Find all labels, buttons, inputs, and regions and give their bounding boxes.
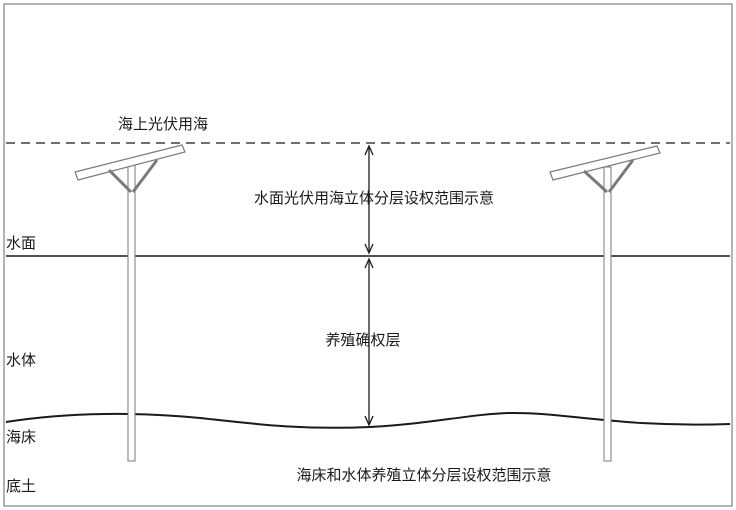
sea-pv-label: 海上光伏用海 <box>118 115 209 133</box>
subsoil-label: 底土 <box>6 477 37 495</box>
bottom-title-label: 海床和水体养殖立体分层设权范围示意 <box>296 466 552 484</box>
water-body-label: 水体 <box>6 351 37 369</box>
pv-zone-dimension-arrow <box>364 144 374 255</box>
pv-brace-left-a <box>107 168 133 194</box>
diagram-frame <box>3 3 733 507</box>
seabed-line <box>5 411 731 429</box>
pv-unit-left <box>74 144 186 462</box>
pv-brace-right-b <box>607 159 635 193</box>
pv-unit-right <box>549 145 661 462</box>
pv-pole-right <box>603 166 612 462</box>
water-surface-label: 水面 <box>6 234 37 252</box>
pv-brace-left-b <box>131 159 159 193</box>
pv-panel-left <box>74 144 186 181</box>
pv-panel-right <box>549 145 661 181</box>
aquaculture-dimension-arrow <box>364 257 374 427</box>
seabed-label: 海床 <box>6 428 37 446</box>
pv-brace-right-a <box>582 169 609 194</box>
pv-pole-left <box>127 162 136 462</box>
surface-title-label: 水面光伏用海立体分层设权范围示意 <box>253 189 495 207</box>
aquaculture-layer-label: 养殖确权层 <box>325 331 401 349</box>
